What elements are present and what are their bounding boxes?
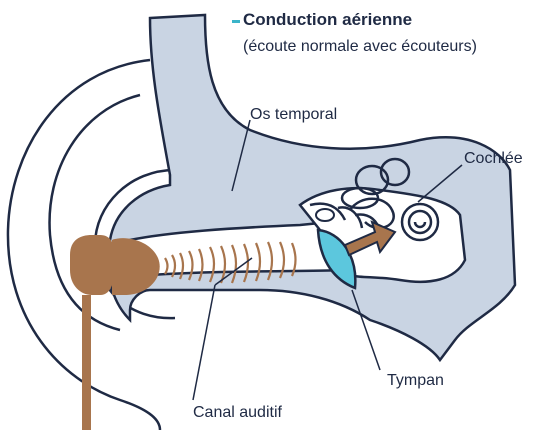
temporal-bone	[108, 15, 515, 360]
earphone-body	[70, 235, 115, 295]
diagram-subtitle: (écoute normale avec écouteurs)	[243, 38, 477, 56]
title-accent-dash	[232, 20, 240, 23]
malleus	[316, 209, 334, 221]
earphone-cable	[82, 295, 91, 430]
label-cochlee: Cochlée	[464, 150, 523, 168]
label-os-temporal: Os temporal	[250, 106, 337, 124]
cochlea-spiral	[402, 204, 438, 240]
label-tympan: Tympan	[387, 372, 444, 390]
label-canal-auditif: Canal auditif	[193, 404, 282, 422]
diagram-title: Conduction aérienne	[243, 10, 412, 30]
earphone	[70, 235, 160, 430]
